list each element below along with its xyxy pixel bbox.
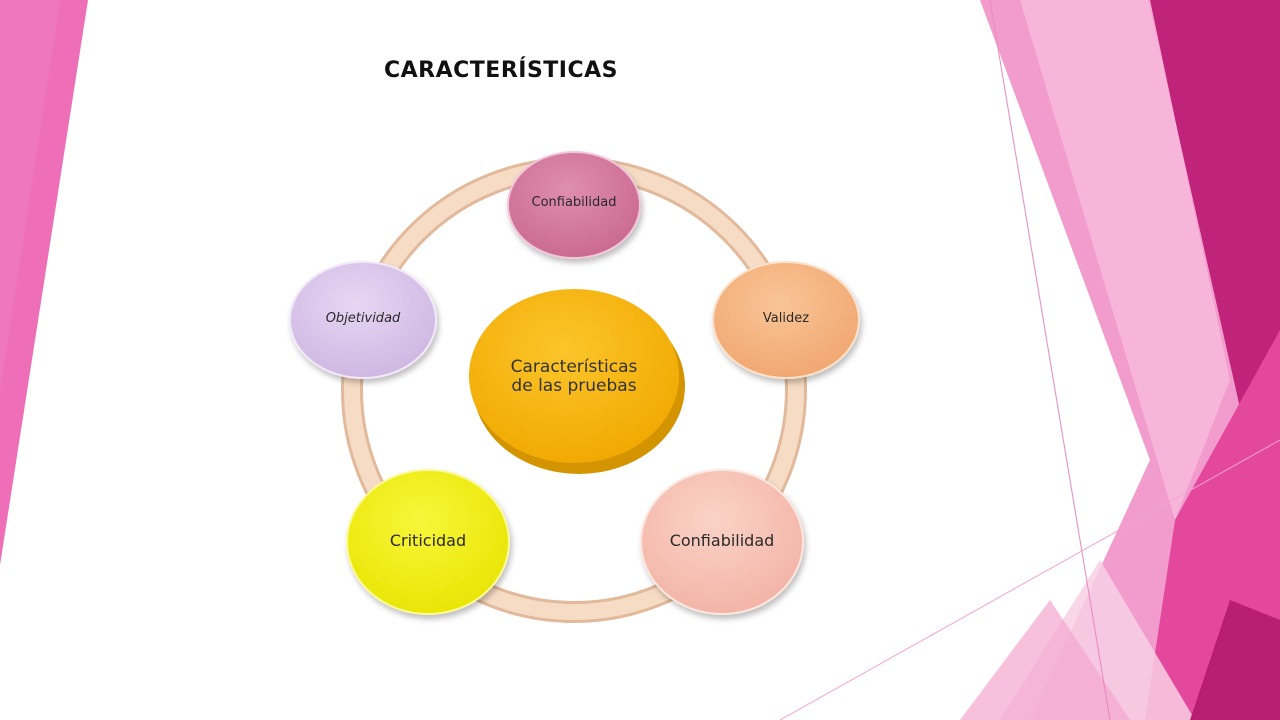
center-circle — [469, 289, 679, 463]
node-right — [712, 261, 860, 379]
accent-line-1 — [989, 0, 1111, 720]
left-pink-band-highlight — [0, 0, 60, 390]
right-facet-pale — [1020, 0, 1230, 520]
node-left — [289, 261, 437, 379]
node-top — [507, 151, 641, 259]
accent-line-2 — [779, 439, 1280, 720]
right-facet-bottom-dark — [1190, 600, 1280, 720]
node-bottom-right — [640, 469, 804, 615]
node-bottom-left — [346, 469, 510, 615]
right-facet-bottom-mid — [960, 600, 1130, 720]
slide-title: CARACTERÍSTICAS — [384, 58, 618, 83]
